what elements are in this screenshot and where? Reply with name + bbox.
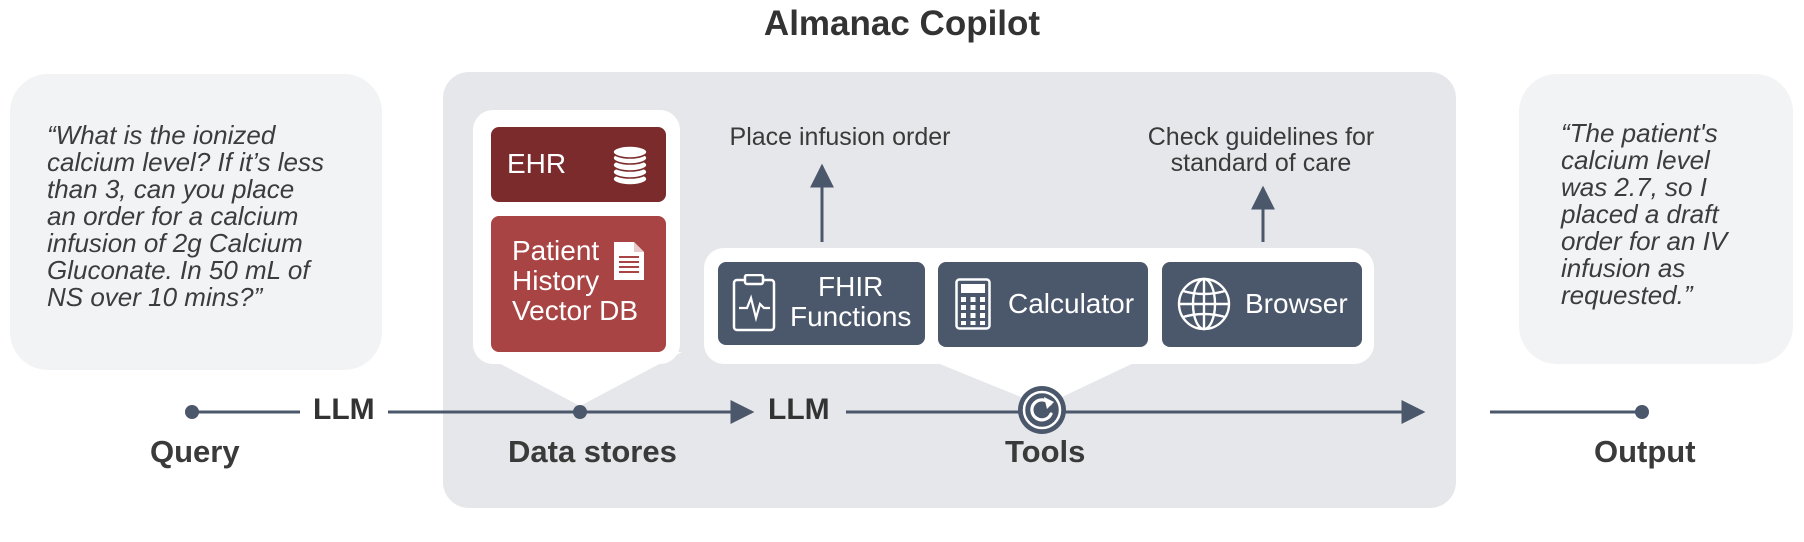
refresh-icon — [1018, 386, 1066, 434]
data-stores-node — [573, 405, 587, 419]
globe-icon — [1177, 277, 1231, 331]
output-text: “The patient's calcium level was 2.7, so… — [1561, 118, 1728, 310]
stage-label-data-stores: Data stores — [508, 434, 677, 469]
database-icon — [612, 145, 648, 186]
check-guidelines-label: Check guidelines for standard of care — [1147, 123, 1375, 177]
llm-label-2: LLM — [768, 393, 830, 426]
vector-db-label: Patient History Vector DB — [512, 235, 639, 326]
query-text: “What is the ionized calcium level? If i… — [47, 120, 324, 312]
query-bubble: “What is the ionized calcium level? If i… — [10, 74, 382, 370]
fhir-label: FHIR Functions — [790, 271, 912, 332]
output-node — [1635, 405, 1649, 419]
diagram-title: Almanac Copilot — [763, 4, 1041, 43]
ehr-label: EHR — [507, 148, 567, 179]
patient-history-vector-db-box: Patient History Vector DB — [491, 216, 666, 352]
output-bubble: “The patient's calcium level was 2.7, so… — [1519, 74, 1793, 364]
place-infusion-order-label: Place infusion order — [729, 123, 951, 151]
ehr-box: EHR — [491, 127, 666, 202]
clipboard-ecg-icon — [732, 274, 776, 332]
browser-box: Browser — [1162, 262, 1362, 347]
calculator-icon — [955, 278, 991, 330]
calculator-box: Calculator — [938, 262, 1148, 347]
stage-label-output: Output — [1594, 434, 1696, 469]
document-icon — [614, 242, 644, 280]
data-stores-pointer — [478, 352, 682, 406]
tools-pointer — [930, 360, 1140, 406]
calculator-label: Calculator — [1008, 288, 1135, 319]
stage-label-query: Query — [150, 434, 240, 469]
stage-label-tools: Tools — [1005, 434, 1086, 469]
query-node — [185, 405, 199, 419]
fhir-functions-box: FHIR Functions — [718, 262, 925, 345]
llm-label-1: LLM — [313, 393, 375, 426]
browser-label: Browser — [1245, 288, 1348, 319]
